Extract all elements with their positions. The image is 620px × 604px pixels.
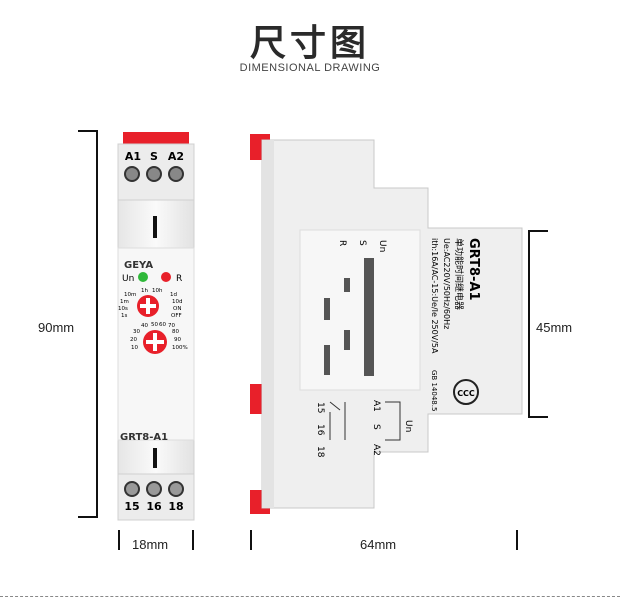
timing-label: R (337, 240, 347, 246)
bottom-terminal-label: 15 (124, 500, 139, 513)
depth-label: 45mm (536, 320, 573, 335)
pct-scale-tick: 70 (168, 323, 175, 329)
led-red (161, 272, 171, 282)
page-title: 尺寸图 (249, 23, 370, 64)
pct-scale-tick: 100% (172, 345, 188, 351)
time-scale-tick: 1d (170, 292, 177, 298)
height-bracket (78, 130, 98, 518)
rating-current: ith:16A/AC-15:Ue/Ie 250V/5A (430, 238, 439, 354)
page-subtitle: DIMENSIONAL DRAWING (239, 62, 381, 74)
pct-scale-tick: 20 (130, 337, 137, 343)
side-view: Un S R 15 16 18 A1 S A2 Un GRT8-A1 单功能时间… (250, 134, 523, 514)
screw-icon (146, 481, 162, 497)
timing-label: Un (377, 240, 387, 252)
time-scale-tick: 1h (141, 288, 148, 294)
ccc-cert-icon: CCC (453, 379, 479, 405)
screw-icon (168, 166, 184, 182)
time-scale-tick: 10d (172, 299, 183, 305)
brand-logo: GEYA (124, 260, 153, 271)
time-scale-tick: 10h (152, 288, 163, 294)
width-label: 18mm (132, 537, 169, 552)
side-model-label: GRT8-A1 (466, 238, 481, 301)
rating-voltage: Ue:AC220V/50Hz/60Hz (442, 238, 451, 329)
time-scale-tick: 1s (121, 313, 127, 319)
wiring-label: 15 (315, 402, 325, 413)
pct-scale-tick: 80 (172, 329, 179, 335)
top-terminal-label: A2 (168, 150, 184, 163)
time-scale-tick: 1m (120, 299, 129, 305)
screw-icon (146, 166, 162, 182)
top-red-clip (123, 132, 189, 146)
timing-label: S (357, 240, 367, 246)
bottom-terminal-label: 16 (146, 500, 162, 513)
standard-label: GB 14048.5 (430, 370, 438, 411)
time-scale-tick: 10m (124, 292, 136, 298)
led-green (138, 272, 148, 282)
bottom-terminal-label: 18 (168, 500, 183, 513)
height-label: 90mm (38, 320, 75, 335)
length-bracket (250, 530, 518, 550)
time-scale-tick: ON (173, 306, 181, 312)
percent-dial (143, 330, 167, 354)
length-label: 64mm (360, 537, 397, 552)
pct-scale-tick: 60 (159, 322, 166, 328)
wiring-label: A1 (371, 400, 381, 412)
time-scale-tick: 10s (118, 306, 128, 312)
screw-icon (124, 166, 140, 182)
width-bracket (118, 530, 194, 550)
wiring-label: Un (403, 420, 413, 432)
side-name-cn: 单功能时间继电器 (453, 238, 465, 310)
wiring-label: A2 (371, 444, 381, 456)
wiring-label: 18 (315, 446, 325, 458)
screw-icon (124, 481, 140, 497)
pct-scale-tick: 90 (174, 337, 181, 343)
front-view: A1 S A2 GEYA Un R 1h 10h 10m 1d 1m 10d 1… (117, 132, 195, 521)
top-terminal-label: S (150, 150, 158, 163)
pct-scale-tick: 30 (133, 329, 140, 335)
pct-scale-tick: 10 (131, 345, 138, 351)
led-un-label: Un (122, 274, 134, 284)
wiring-label: 16 (315, 424, 325, 436)
pct-scale-tick: 40 (141, 323, 148, 329)
front-model-label: GRT8-A1 (120, 432, 168, 443)
time-scale-tick: OFF (171, 313, 182, 319)
wiring-label: S (371, 424, 381, 430)
time-range-dial (137, 295, 159, 317)
led-r-label: R (176, 274, 182, 284)
screw-icon (168, 481, 184, 497)
un-signal-bar (364, 258, 374, 376)
svg-text:CCC: CCC (457, 389, 475, 398)
bottom-divider (0, 596, 620, 597)
depth-bracket (528, 230, 548, 418)
pct-scale-tick: 50 (151, 322, 158, 328)
top-terminal-label: A1 (125, 150, 141, 163)
